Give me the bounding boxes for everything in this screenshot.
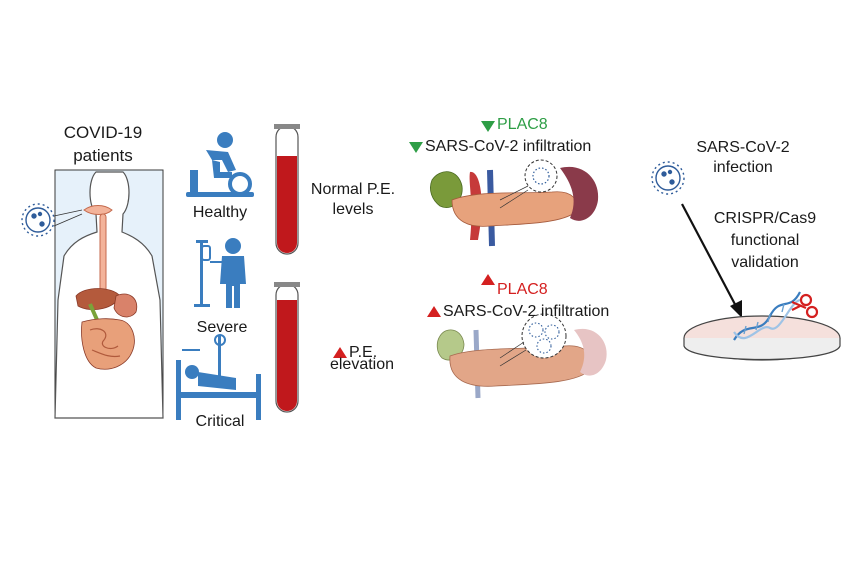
virus-icon-left [21, 203, 55, 237]
virus-pointer-lines [53, 209, 83, 227]
pancreas-illustration-top [430, 159, 599, 247]
exercise-bike-icon [186, 132, 254, 197]
crispr-label-line2: functional [730, 232, 800, 249]
label-severe: Severe [196, 319, 248, 336]
down-triangle-green-2 [409, 142, 423, 153]
plac8-label-bottom: PLAC8 [497, 281, 548, 298]
organs-illustration [75, 288, 138, 370]
iv-patient-icon [194, 238, 246, 308]
crispr-label-line1: CRISPR/Cas9 [713, 210, 817, 227]
patients-title-line1: COVID-19 [63, 123, 143, 142]
label-normal-pe-line1: Normal P.E. [310, 181, 396, 198]
pancreas-illustration-bottom [436, 313, 607, 399]
dna-helix-icon [733, 291, 801, 341]
blood-tube-normal [274, 124, 300, 255]
infection-label-line1: SARS-CoV-2 [696, 139, 790, 156]
respiratory-tract-illustration [83, 205, 113, 297]
infiltration-label-top: SARS-CoV-2 infiltration [425, 138, 592, 155]
down-triangle-green-1 [481, 121, 495, 132]
up-triangle-red-3 [333, 347, 347, 358]
hospital-bed-icon [176, 334, 261, 420]
petri-dish-illustration [683, 315, 841, 361]
plac8-label-top: PLAC8 [497, 116, 548, 133]
label-healthy: Healthy [192, 204, 248, 221]
label-normal-pe-line2: levels [332, 201, 374, 218]
infection-arrow [681, 203, 742, 318]
up-triangle-red-1 [481, 274, 495, 285]
infiltration-label-bottom: SARS-CoV-2 infiltration [443, 303, 610, 320]
crispr-label-line3: validation [731, 254, 799, 271]
up-triangle-red-2 [427, 306, 441, 317]
scissors-icon [791, 293, 819, 319]
patients-title-line2: patients [73, 146, 133, 165]
label-critical: Critical [195, 413, 245, 430]
label-pe-elevation-line1: P.E. [349, 344, 378, 361]
label-pe-elevation-line2: elevation [329, 356, 395, 373]
virus-icon-right [651, 161, 685, 195]
blood-tube-elevated [274, 282, 300, 413]
infection-label-line2: infection [713, 159, 773, 176]
